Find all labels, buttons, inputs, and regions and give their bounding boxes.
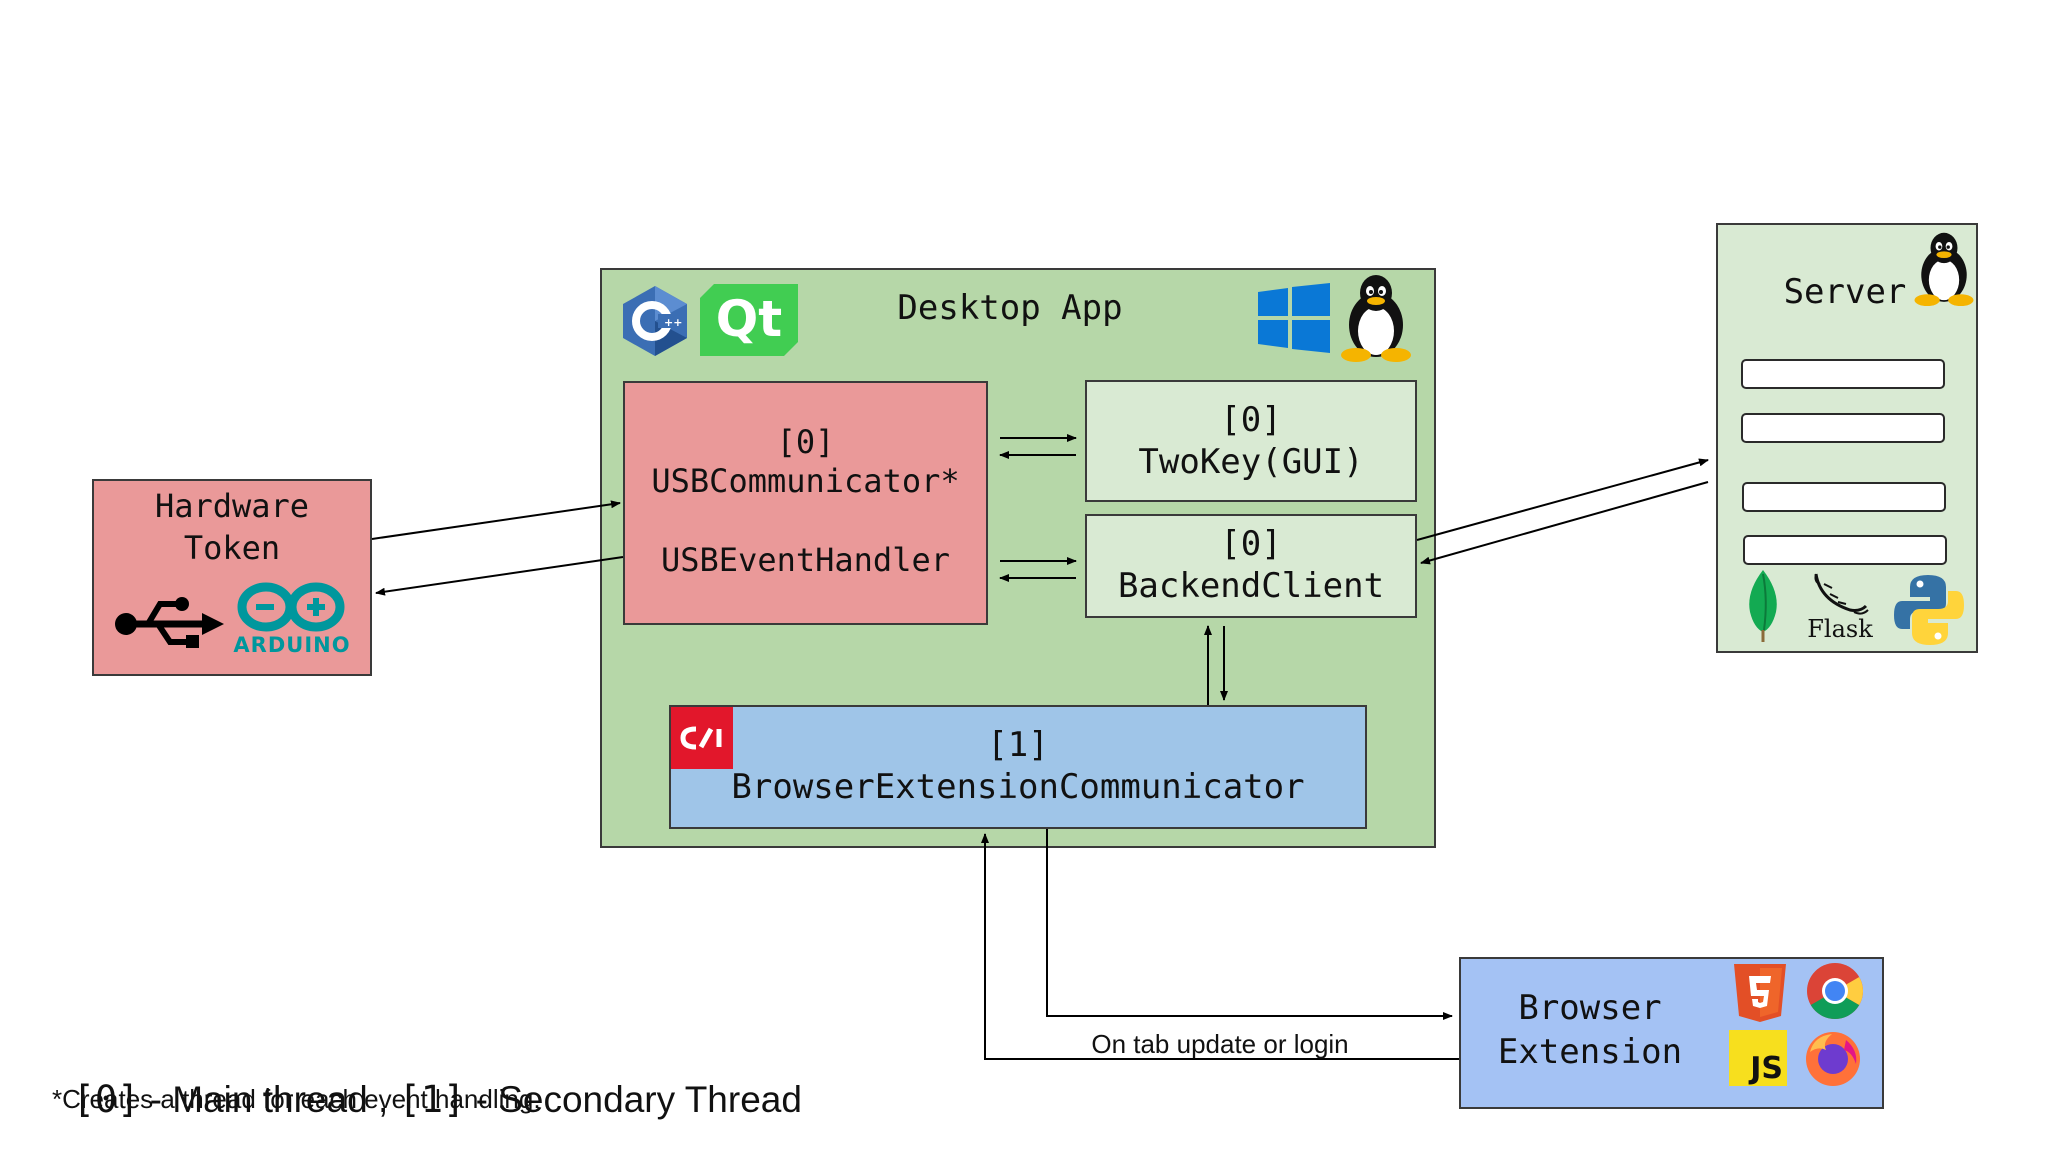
- legend-secondary-code: [1]: [398, 1078, 466, 1121]
- flask-logo-icon: [1810, 570, 1870, 616]
- server-form-field-1: [1741, 359, 1945, 389]
- arrow-backend-to-server: [1416, 458, 1709, 541]
- windows-logo-icon: [1258, 283, 1330, 353]
- twokey-name: TwoKey(GUI): [1138, 442, 1364, 482]
- arduino-label: ARDUINO: [233, 633, 351, 657]
- arrow-hardware-to-usb: [371, 500, 621, 540]
- browser-extension-communicator-box: [669, 705, 1367, 829]
- desktop-app-title: Desktop App: [897, 288, 1123, 328]
- hardware-token-box: [92, 479, 372, 676]
- cpp-logo-icon: ++: [620, 284, 690, 358]
- qt-logo-label: Qt: [715, 290, 783, 348]
- linux-penguin-icon: [1338, 273, 1414, 363]
- usb-communicator-name: USBCommunicator*: [651, 462, 960, 500]
- python-logo-icon: [1892, 573, 1966, 647]
- edge-label-tab-update: On tab update or login: [1091, 1029, 1349, 1059]
- mongodb-leaf-icon: [1746, 570, 1780, 642]
- chrome-logo-icon: [1806, 962, 1864, 1020]
- arduino-logo-icon: [236, 580, 348, 634]
- legend-secondary-text: - Secondary Thread: [465, 1079, 802, 1120]
- arrow-server-to-backend: [1420, 481, 1709, 565]
- server-form-field-4: [1743, 535, 1947, 565]
- qt-logo-icon: Qt: [700, 284, 798, 356]
- server-title: Server: [1783, 272, 1907, 312]
- crow-logo-icon: [671, 707, 733, 769]
- legend-main-code: [0]: [72, 1078, 140, 1121]
- browser-extension-title: Browser Extension: [1497, 988, 1683, 1073]
- firefox-logo-icon: [1804, 1030, 1862, 1088]
- server-form-field-3: [1742, 482, 1946, 512]
- backend-client-box: [1085, 514, 1417, 618]
- usb-communicator-box: [623, 381, 988, 625]
- flask-label: Flask: [1807, 615, 1873, 643]
- arrow-browsercomm-to-extension: [1046, 829, 1453, 1020]
- usb-symbol-icon: [114, 596, 224, 650]
- usb-event-handler-name: USBEventHandler: [661, 541, 950, 579]
- backend-client-name: BackendClient: [1117, 566, 1385, 606]
- server-form-field-2: [1741, 413, 1945, 443]
- javascript-logo-icon: JS: [1729, 1030, 1787, 1086]
- twokey-gui-box: [1085, 380, 1417, 502]
- server-linux-penguin-icon: [1912, 229, 1976, 309]
- arrow-usb-to-hardware: [375, 556, 624, 596]
- html5-logo-icon: [1734, 964, 1786, 1022]
- browser-extension-communicator-name: BrowserExtensionCommunicator: [731, 767, 1305, 807]
- arrow-extension-to-browsercomm: [981, 833, 1459, 1060]
- browser-extension-communicator-thread: [1]: [987, 725, 1049, 765]
- twokey-thread: [0]: [1220, 400, 1282, 440]
- javascript-logo-label: JS: [1750, 1051, 1783, 1086]
- backend-client-thread: [0]: [1220, 524, 1282, 564]
- legend-note: *Creates a thread for each event handlin…: [52, 1084, 541, 1114]
- legend-main-text: - Main thread ,: [139, 1079, 399, 1120]
- svg-text:++: ++: [664, 316, 682, 329]
- legend: [0] - Main thread , [1] - Secondary Thre…: [52, 1036, 802, 1121]
- hardware-token-title: Hardware Token: [154, 487, 310, 567]
- usb-communicator-thread: [0]: [776, 423, 835, 461]
